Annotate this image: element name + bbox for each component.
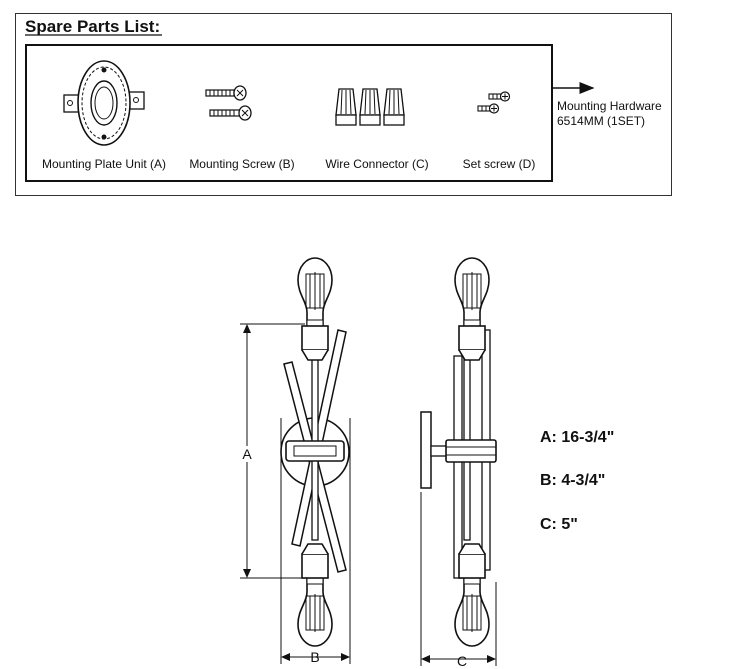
- wire-connector-icon: [335, 88, 405, 126]
- part-label-set-screw: Set screw (D): [463, 157, 536, 171]
- dimension-a-value: A: 16-3/4": [540, 429, 614, 446]
- spare-parts-box: [25, 44, 553, 182]
- side-view-fixture: [420, 257, 497, 647]
- dimension-c-value: C: 5": [540, 516, 578, 533]
- part-label-wire-connector: Wire Connector (C): [325, 157, 428, 171]
- mounting-screw-icon: [205, 85, 252, 121]
- spare-parts-title: Spare Parts List:: [25, 17, 160, 36]
- front-view-fixture: [280, 257, 350, 647]
- dimension-b-value: B: 4-3/4": [540, 472, 605, 489]
- set-screw-icon: [477, 91, 511, 114]
- part-label-mounting-screw: Mounting Screw (B): [189, 157, 294, 171]
- mounting-plate-icon: [63, 60, 145, 146]
- dimension-b-line: [280, 418, 351, 664]
- spare-parts-frame: [15, 13, 672, 196]
- dimension-a-letter: A: [242, 446, 252, 462]
- mounting-hardware-label: Mounting Hardware: [557, 99, 662, 113]
- dimension-b-letter: B: [310, 649, 319, 665]
- dimension-c-line: [420, 492, 497, 666]
- dimension-c-letter: C: [457, 653, 467, 669]
- part-label-mounting-plate: Mounting Plate Unit (A): [42, 157, 166, 171]
- dimension-a-line: [240, 323, 305, 579]
- mounting-hardware-code: 6514MM (1SET): [557, 114, 645, 128]
